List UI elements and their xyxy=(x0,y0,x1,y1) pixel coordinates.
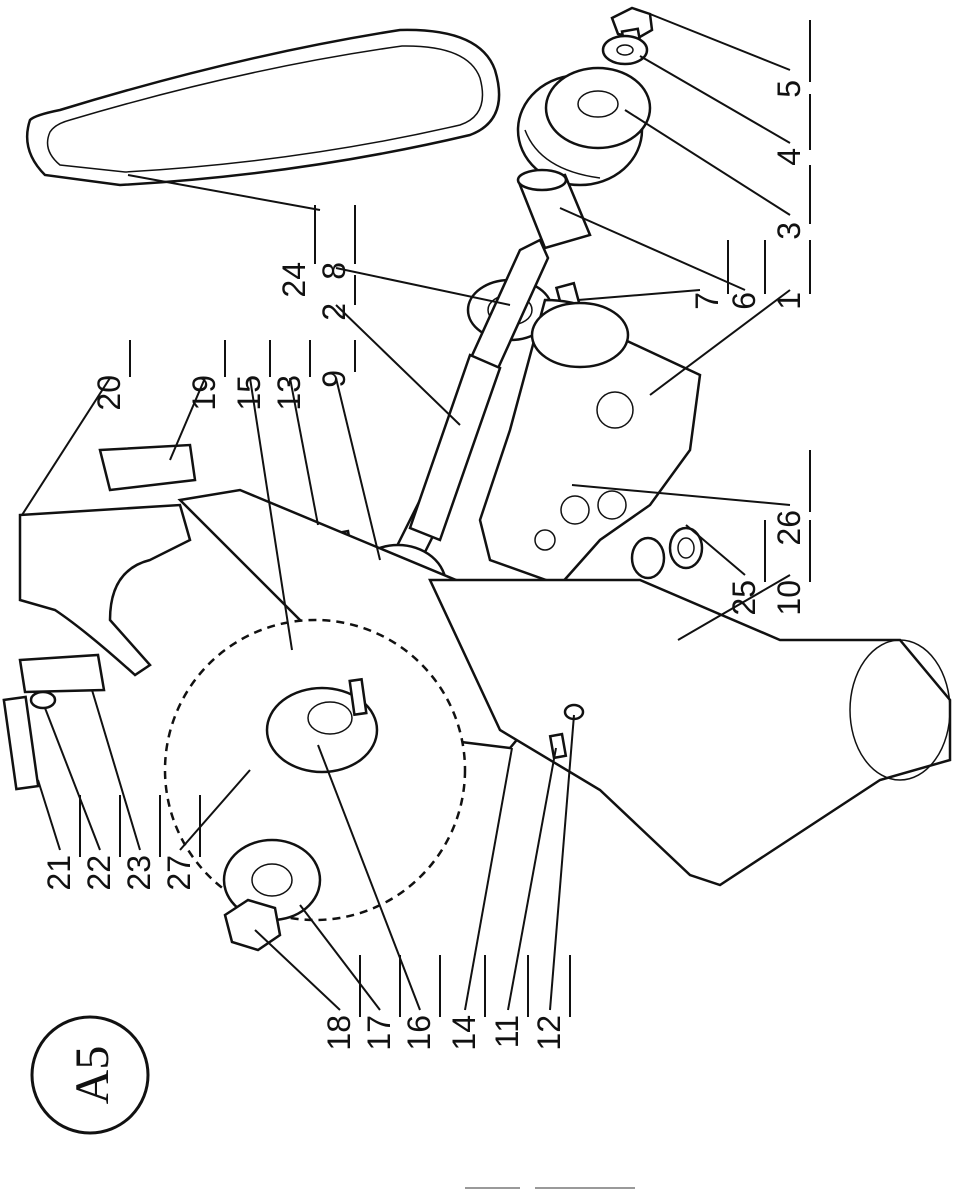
label-10: 10 xyxy=(771,580,807,616)
rubber-block-19 xyxy=(98,443,197,492)
label-17: 17 xyxy=(361,1015,397,1051)
spacer-sleeve xyxy=(516,168,592,250)
blade-guard xyxy=(428,578,952,887)
label-20: 20 xyxy=(91,375,127,411)
label-11: 11 xyxy=(489,1015,525,1048)
label-26: 26 xyxy=(771,510,807,546)
shaft-tube xyxy=(408,353,502,542)
pulley xyxy=(516,66,652,187)
label-14: 14 xyxy=(446,1015,482,1051)
label-7: 7 xyxy=(689,292,725,310)
label-16: 16 xyxy=(401,1015,437,1051)
blade-nut xyxy=(223,898,282,952)
label-24: 24 xyxy=(276,262,312,298)
leader-lines xyxy=(21,13,791,1011)
label-27: 27 xyxy=(161,855,197,891)
guard-bracket xyxy=(18,503,192,677)
label-5: 5 xyxy=(771,80,807,98)
label-19: 19 xyxy=(186,375,222,411)
label-13: 13 xyxy=(271,375,307,411)
shaft-housing xyxy=(478,298,702,587)
label-4: 4 xyxy=(771,148,807,166)
screw-11 xyxy=(548,732,568,760)
label-18: 18 xyxy=(321,1015,357,1051)
label-2: 2 xyxy=(316,303,352,321)
washer xyxy=(601,34,649,66)
label-15: 15 xyxy=(231,375,267,411)
rubber-block-23 xyxy=(18,653,106,694)
label-21: 21 xyxy=(41,855,77,891)
saw-blade xyxy=(163,618,467,922)
label-1: 1 xyxy=(771,292,807,310)
guard-outlet xyxy=(849,639,951,781)
bolt-21 xyxy=(2,695,40,791)
label-9: 9 xyxy=(316,370,352,388)
part-labels: 5 4 3 6 7 1 26 25 10 24 8 2 9 13 15 19 2… xyxy=(41,80,807,1051)
figure-badge-text: A5 xyxy=(66,1046,119,1105)
washer-22 xyxy=(29,690,57,710)
label-12: 12 xyxy=(531,1015,567,1051)
flange-pin xyxy=(348,677,368,717)
label-6: 6 xyxy=(726,292,762,310)
label-8: 8 xyxy=(316,262,352,280)
drive-belt xyxy=(25,28,501,187)
label-underlines xyxy=(79,20,811,1017)
figure-badge: A5 xyxy=(30,1015,150,1135)
label-23: 23 xyxy=(121,855,157,891)
label-22: 22 xyxy=(81,855,117,891)
bushings xyxy=(630,526,704,580)
label-3: 3 xyxy=(771,222,807,240)
label-25: 25 xyxy=(726,580,762,616)
